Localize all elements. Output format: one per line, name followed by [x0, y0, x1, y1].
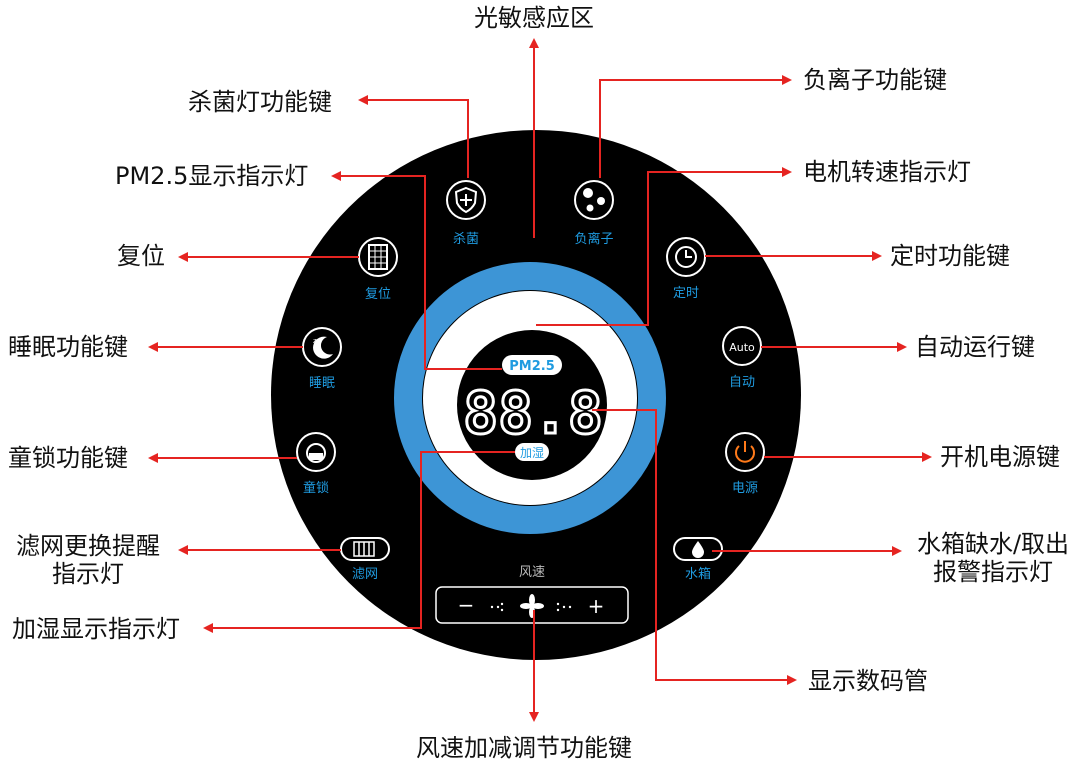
callout-auto-key: 自动运行键	[915, 333, 1035, 361]
callout-water-tank-alarm: 水箱缺水/取出报警指示灯	[908, 530, 1078, 586]
anion-label: 负离子	[574, 231, 613, 247]
callout-power-key: 开机电源键	[940, 443, 1060, 471]
power-icon	[735, 441, 755, 463]
lock-icon	[306, 443, 326, 463]
callout-timer-key: 定时功能键	[890, 242, 1010, 270]
fan-speed-control: − +	[435, 586, 629, 624]
callout-line: 指示灯	[52, 560, 124, 588]
moon-icon: zz	[313, 336, 333, 359]
clock-icon	[675, 246, 697, 268]
child-lock-button[interactable]: 童锁	[296, 432, 336, 496]
callout-digital-tube: 显示数码管	[808, 667, 928, 695]
sleep-label: 睡眠	[309, 376, 335, 391]
fan-speed-label: 风速	[519, 565, 545, 580]
fan-speed-high-dots-icon	[556, 602, 572, 612]
leader-lines	[148, 38, 932, 722]
power-label: 电源	[732, 481, 758, 496]
leader-anion	[599, 75, 792, 178]
fan-icon	[520, 594, 544, 618]
humidify-badge	[515, 443, 549, 461]
callout-light-sensor: 光敏感应区	[474, 4, 594, 32]
callout-sleep-key: 睡眠功能键	[8, 333, 128, 361]
callout-anion-key: 负离子功能键	[803, 66, 947, 94]
leader-sterilize	[358, 95, 469, 178]
water-tank-button[interactable]: 水箱	[673, 537, 723, 582]
reset-label: 复位	[365, 287, 391, 302]
child-lock-label: 童锁	[303, 480, 329, 496]
reset-button[interactable]: 复位	[358, 237, 398, 302]
pm25-badge-text: PM2.5	[509, 359, 555, 374]
timer-button[interactable]: 定时	[666, 237, 706, 301]
shield-cross-icon	[454, 186, 478, 214]
timer-label: 定时	[673, 286, 699, 301]
callout-sterilize-key: 杀菌灯功能键	[188, 88, 332, 116]
filter-grid-icon	[368, 244, 388, 270]
ion-dots-icon	[583, 188, 605, 212]
leader-motor-speed	[536, 167, 792, 326]
digital-tube-digits: 88.8	[463, 379, 603, 447]
callout-pm25-indicator: PM2.5显示指示灯	[115, 162, 309, 190]
callout-humidify-indicator: 加湿显示指示灯	[12, 615, 180, 643]
display-disc	[457, 330, 607, 480]
water-tank-label: 水箱	[685, 566, 711, 582]
fan-speed-plus-button[interactable]: +	[588, 594, 605, 618]
humidify-badge-text: 加湿	[520, 445, 544, 460]
fan-speed-minus-button[interactable]: −	[458, 593, 475, 617]
water-drop-icon	[692, 541, 704, 558]
callout-motor-speed-indicator: 电机转速指示灯	[803, 158, 971, 186]
power-button[interactable]: 电源	[725, 432, 765, 496]
callout-line: 报警指示灯	[933, 558, 1053, 586]
fan-speed-low-dots-icon	[490, 602, 504, 612]
callout-water-tank-alarm-text: 水箱缺水/取出报警指示灯	[908, 530, 1078, 586]
leader-pm25	[331, 171, 502, 370]
anion-button[interactable]: 负离子	[574, 180, 614, 247]
callout-line: 滤网更换提醒	[16, 532, 160, 560]
auto-badge: Auto	[729, 341, 755, 354]
svg-text:zz: zz	[313, 337, 321, 345]
leader-digital-tube	[592, 409, 797, 685]
callout-fan-speed-key: 风速加减调节功能键	[416, 734, 632, 762]
callout-filter-reminder-text: 滤网更换提醒指示灯	[8, 532, 168, 588]
pm25-badge	[502, 355, 562, 375]
sterilize-button[interactable]: 杀菌	[446, 180, 486, 247]
auto-label: 自动	[729, 375, 755, 390]
filter-label: 滤网	[352, 567, 378, 582]
blue-ring	[394, 262, 666, 534]
callout-line: 水箱缺水/取出	[916, 530, 1070, 558]
sterilize-label: 杀菌	[453, 232, 479, 247]
leader-humidify	[203, 451, 515, 633]
callout-reset: 复位	[117, 242, 165, 270]
filter-cartridge-icon	[353, 541, 375, 557]
callout-filter-reminder: 滤网更换提醒指示灯	[8, 532, 168, 588]
callout-child-lock-key: 童锁功能键	[8, 444, 128, 472]
